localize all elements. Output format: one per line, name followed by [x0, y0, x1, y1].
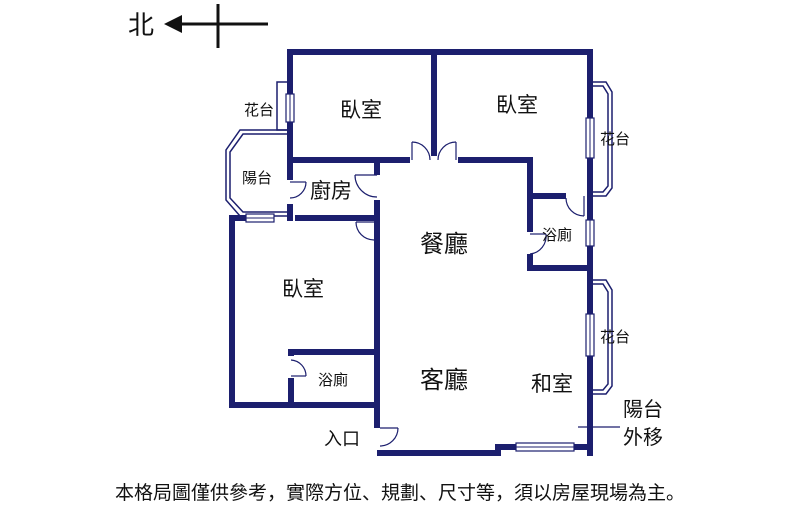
disclaimer-text: 本格局圖僅供參考，實際方位、規劃、尺寸等，須以房屋現場為主。 — [114, 482, 685, 504]
label-entrance: 入口 — [324, 429, 360, 450]
label-planter-right-top: 花台 — [600, 130, 630, 148]
label-balcony-moved-line1: 陽台 — [623, 397, 663, 421]
north-label: 北 — [128, 11, 154, 41]
label-planter-right-bottom: 花台 — [600, 328, 630, 346]
label-bedroom-top-left: 臥室 — [340, 98, 382, 122]
label-bedroom-top-right: 臥室 — [496, 93, 538, 117]
label-bedroom-left: 臥室 — [282, 277, 324, 301]
north-arrow-icon — [164, 4, 268, 48]
label-balcony-left: 陽台 — [242, 169, 272, 187]
label-bathroom-right: 浴廁 — [542, 226, 572, 244]
windows — [245, 93, 595, 452]
label-bathroom-left: 浴廁 — [318, 371, 348, 389]
right-planters-outline — [590, 81, 613, 395]
label-kitchen: 廚房 — [310, 179, 352, 203]
label-balcony-moved-line2: 外移 — [623, 425, 663, 449]
label-living-room: 客廳 — [420, 366, 468, 394]
label-dining-room: 餐廳 — [420, 230, 468, 258]
label-planter-left: 花台 — [244, 101, 274, 119]
label-tatami-room: 和室 — [531, 372, 573, 396]
doors — [286, 141, 586, 447]
